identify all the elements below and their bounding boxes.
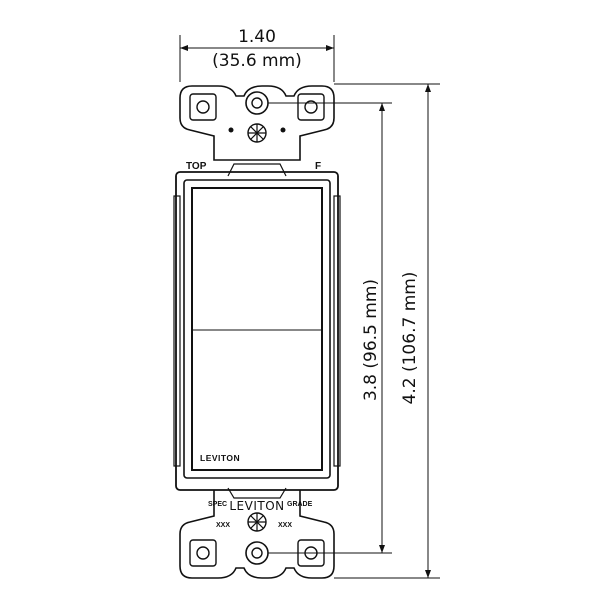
top-right-ear	[297, 93, 325, 121]
right-side-rail	[333, 195, 341, 467]
rocker-brand-label: LEVITON	[200, 453, 240, 463]
switch-outer-frame	[175, 171, 339, 491]
width-arrow-left	[180, 45, 188, 51]
top-left-ear-hole	[196, 100, 210, 114]
bottom-mounting-screw-center	[251, 547, 263, 559]
switch-body: LEVITON	[173, 171, 341, 491]
bottom-left-ear-hole	[196, 546, 210, 560]
width-arrow-right	[326, 45, 334, 51]
spec-label: SPEC	[208, 501, 227, 508]
top-right-dot	[280, 127, 286, 133]
xxx-left-label: XXX	[216, 522, 230, 529]
outer-arrow-bottom	[425, 570, 431, 578]
left-side-rail	[173, 195, 181, 467]
f-label: F	[315, 161, 321, 172]
bottom-rivet-star-icon	[248, 513, 266, 531]
bottom-mounting-strap: SPEC LEVITON GRADE XXX XXX	[179, 487, 335, 579]
top-mounting-strap: TOP F	[179, 85, 335, 177]
top-mounting-screw-center	[251, 97, 263, 109]
outer-arrow-top	[425, 84, 431, 92]
top-right-ear-hole	[304, 100, 318, 114]
top-tab	[227, 163, 287, 177]
bottom-tab	[227, 487, 287, 499]
width-dimension: 1.40 (35.6 mm)	[179, 27, 335, 82]
outer-height-label: 4.2 (106.7 mm)	[400, 272, 420, 405]
inner-height-label: 3.8 (96.5 mm)	[361, 279, 381, 401]
width-mm-label: (35.6 mm)	[212, 51, 302, 71]
top-rivet-star-icon	[248, 124, 266, 142]
top-left-dot	[228, 127, 234, 133]
inner-arrow-top	[379, 103, 385, 111]
outer-height-dimension: 4.2 (106.7 mm)	[334, 83, 440, 579]
grade-label: GRADE	[287, 501, 313, 508]
bottom-brand-label: LEVITON	[229, 499, 284, 513]
rocker-paddle	[191, 187, 323, 471]
top-label: TOP	[186, 161, 207, 172]
width-inches-label: 1.40	[238, 27, 276, 47]
bottom-left-ear	[189, 539, 217, 567]
xxx-right-label: XXX	[278, 522, 292, 529]
bottom-mounting-screw	[245, 541, 269, 565]
rocker-bezel	[183, 179, 331, 479]
inner-height-dimension: 3.8 (96.5 mm)	[268, 102, 392, 554]
top-mounting-screw	[245, 91, 269, 115]
inner-arrow-bottom	[379, 545, 385, 553]
top-left-ear	[189, 93, 217, 121]
